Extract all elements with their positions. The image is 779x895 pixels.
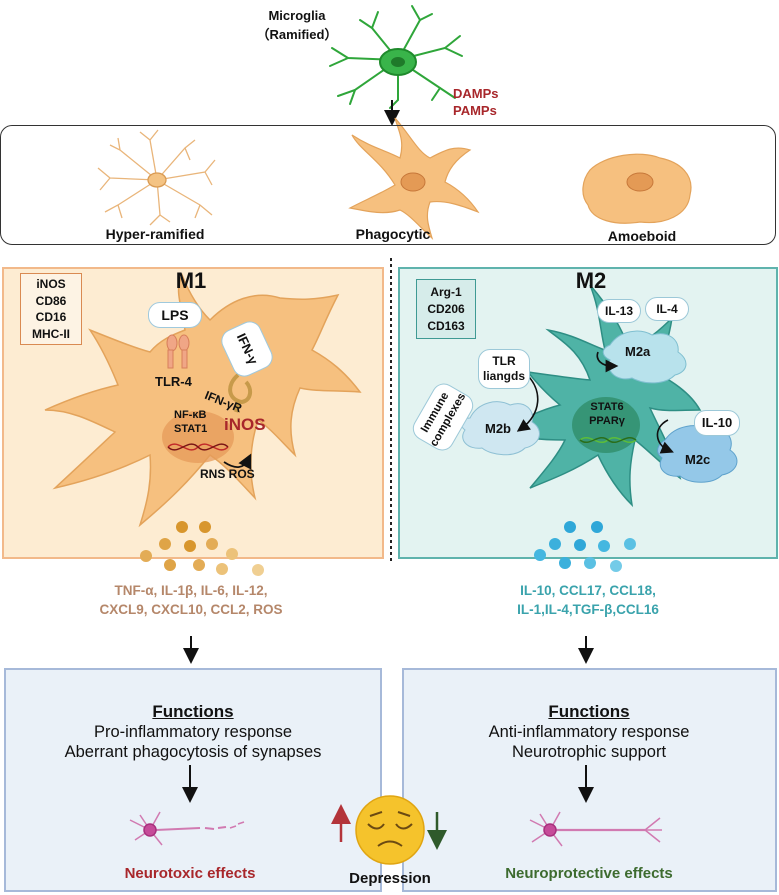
hyper-ramified-microglia-icon bbox=[97, 129, 216, 226]
inos-label: iNOS bbox=[224, 415, 266, 434]
m2-cytokines-line1: IL-10, CCL17, CCL18, bbox=[520, 583, 656, 598]
depression-label: Depression bbox=[349, 870, 431, 887]
il10-to-m2c-arrow bbox=[656, 419, 674, 454]
m2-marker: CD163 bbox=[427, 319, 465, 333]
neuroprotective-effects-label: Neuroprotective effects bbox=[505, 865, 673, 882]
stat6-label: STAT6 bbox=[590, 401, 624, 413]
right-function-line2: Neurotrophic support bbox=[511, 743, 667, 761]
m1-microglia-cell bbox=[44, 273, 362, 528]
m2-title: M2 bbox=[575, 268, 607, 293]
ifngr-stalk bbox=[234, 399, 242, 413]
m1-marker: iNOS bbox=[36, 277, 66, 291]
damps-label: DAMPs bbox=[453, 86, 499, 101]
tlr4-label: TLR-4 bbox=[155, 374, 192, 389]
nfkb-label: NF-κB bbox=[174, 409, 207, 421]
tlr-label-line1: TLR bbox=[492, 354, 516, 368]
tlr-label-line2: liangds bbox=[482, 369, 525, 383]
m2b-cell bbox=[460, 401, 540, 456]
sad-face-icon bbox=[355, 795, 425, 865]
state-label-phagocytic: Phagocytic bbox=[355, 226, 431, 242]
microglia-states-box bbox=[0, 125, 776, 245]
ifngr-receptor-icon bbox=[228, 373, 253, 405]
microglia-label: Microglia bbox=[268, 8, 326, 23]
m2-marker: Arg-1 bbox=[430, 285, 462, 299]
m2-marker-box: Arg-1 CD206 CD163 bbox=[416, 279, 476, 339]
tlr4-receptor-icon bbox=[166, 334, 190, 369]
inos-to-ros-arrow bbox=[223, 453, 252, 470]
phagocytic-microglia-icon bbox=[348, 117, 480, 240]
m2c-label: M2c bbox=[685, 452, 711, 467]
m1-marker-box: iNOS CD86 CD16 MHC-II bbox=[20, 273, 82, 345]
m2a-label: M2a bbox=[625, 344, 651, 359]
right-function-line1: Anti-inflammatory response bbox=[488, 723, 690, 741]
m1-title: M1 bbox=[175, 268, 207, 293]
il-to-m2a-arrow bbox=[596, 351, 619, 373]
amoeboid-microglia-icon bbox=[582, 153, 692, 224]
pamps-label: PAMPs bbox=[453, 103, 497, 118]
microglia-sub-label: （Ramified） bbox=[256, 27, 338, 42]
m1-marker: CD16 bbox=[35, 310, 67, 324]
m1-cytokines-line2: CXCL9, CXCL10, CCL2, ROS bbox=[99, 602, 283, 617]
neurotoxic-effects-label: Neurotoxic effects bbox=[124, 865, 256, 882]
stat1-label: STAT1 bbox=[174, 423, 208, 435]
healthy-neuron-icon bbox=[529, 811, 662, 847]
state-label-amoeboid: Amoeboid bbox=[607, 228, 677, 244]
m1-marker: MHC-II bbox=[32, 326, 70, 341]
m1-cytokines-line1: TNF-α, IL-1β, IL-6, IL-12, bbox=[114, 583, 268, 598]
il4-pill: IL-4 bbox=[645, 297, 689, 321]
rns-ros-label: RNS ROS bbox=[200, 467, 255, 481]
m2b-label: M2b bbox=[485, 421, 511, 436]
m1-marker: CD86 bbox=[35, 293, 67, 308]
left-function-line1: Pro-inflammatory response bbox=[93, 723, 293, 741]
state-label-hyper-ramified: Hyper-ramified bbox=[105, 226, 205, 242]
ramified-microglia-icon bbox=[329, 5, 463, 109]
m2-functions-box bbox=[402, 668, 777, 892]
ppar-label: PPARγ bbox=[589, 415, 625, 427]
m1-functions-box bbox=[4, 668, 382, 892]
il10-pill: IL-10 bbox=[694, 410, 740, 436]
left-functions-heading: Functions bbox=[152, 702, 234, 721]
right-functions-heading: Functions bbox=[548, 702, 630, 721]
m1-secretion-dots bbox=[140, 521, 264, 576]
damaged-neuron-icon bbox=[129, 811, 245, 846]
lps-pill: LPS bbox=[148, 302, 202, 328]
m2-marker: CD206 bbox=[427, 302, 465, 316]
m2-secretion-dots bbox=[534, 521, 636, 572]
m2-cytokines-line2: IL-1,IL-4,TGF-β,CCL16 bbox=[517, 602, 659, 617]
il13-pill: IL-13 bbox=[597, 299, 641, 323]
left-function-line2: Aberrant phagocytosis of synapses bbox=[64, 743, 322, 761]
tlr-ligands-pill: TLR liangds bbox=[478, 349, 530, 389]
